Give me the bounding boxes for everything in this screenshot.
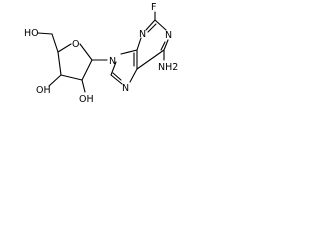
bond-n7-c5 <box>129 68 138 83</box>
atom-ring-oxygen: O <box>72 39 79 50</box>
bond-c3-c4 <box>57 51 62 76</box>
bond-c3-o3 <box>48 74 62 87</box>
bond-o4-c1 <box>79 43 93 61</box>
atom-amino: NH2 <box>158 62 178 73</box>
bond-c2-n1 <box>154 19 167 31</box>
atom-oh-c3: OH <box>36 85 51 96</box>
bond-c2-c3 <box>60 74 83 81</box>
bond-n3-c2 <box>145 19 156 31</box>
bond-c4-n9 <box>120 49 138 55</box>
bond-c8-n7 <box>110 74 123 85</box>
bond-c2-o2 <box>81 79 86 93</box>
atom-n7: N <box>122 83 129 94</box>
bond-c6-c5 <box>136 49 165 70</box>
imidazole-ring <box>110 49 138 85</box>
atom-n3: N <box>139 29 146 40</box>
ribose-ring <box>57 43 93 81</box>
bond-c5-o5 <box>37 32 53 35</box>
pyrimidine-ring <box>133 11 169 70</box>
bond-n3-c2-inner <box>147 23 157 33</box>
bond-c1-c2 <box>81 59 93 81</box>
bond-c4-o4 <box>57 43 72 53</box>
atom-fluorine: F <box>151 2 156 13</box>
bond-n1-c6 <box>163 39 169 51</box>
atom-oh-c2: OH <box>79 94 94 105</box>
bond-n1-c6-inner <box>160 41 166 51</box>
atom-n1: N <box>165 30 172 41</box>
bond-n9-c8 <box>110 61 117 76</box>
molecule-structure: HO O OH OH N N N N F NH2 <box>24 2 178 105</box>
atom-ho-c5: HO <box>24 28 39 39</box>
ribose-substituents <box>37 32 108 93</box>
bond-c4-c5 <box>51 33 59 53</box>
atom-n9: N <box>109 56 116 67</box>
bond-c8-n7-inner <box>112 72 122 81</box>
bond-c4-n3 <box>136 37 142 51</box>
